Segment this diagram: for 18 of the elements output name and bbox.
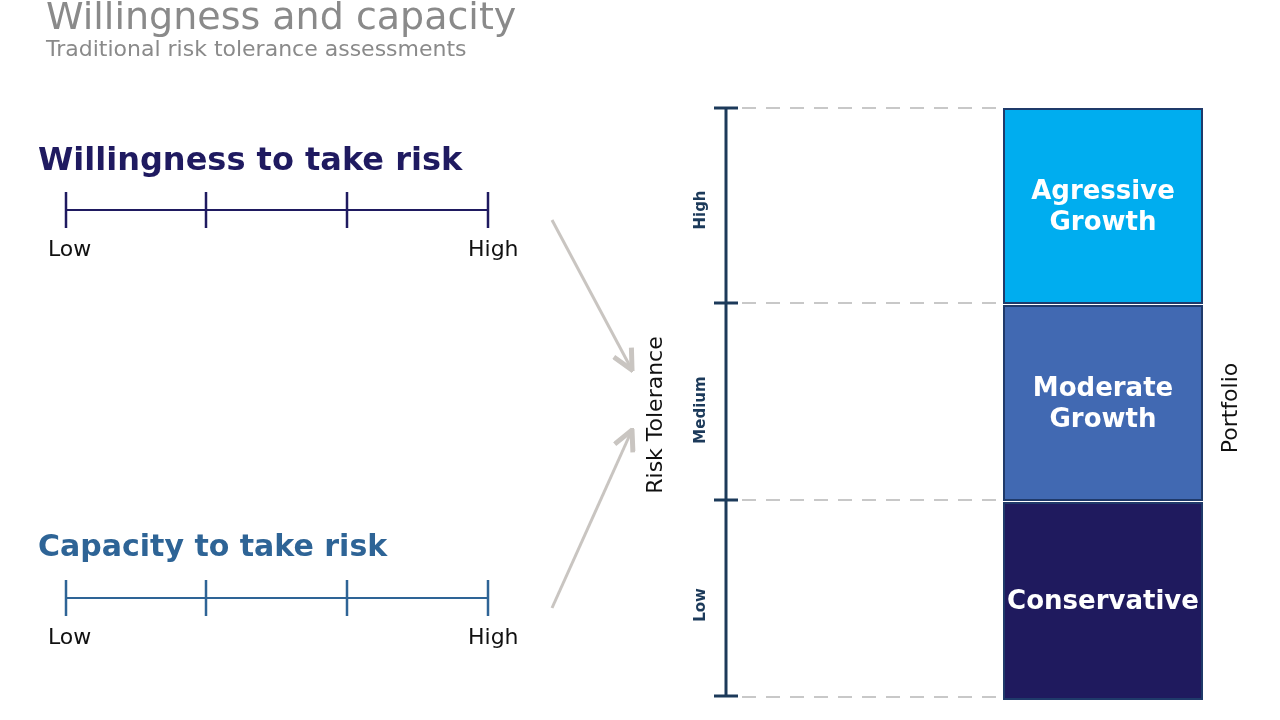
- scale-label: Low: [48, 236, 92, 261]
- scale-label: High: [468, 624, 519, 649]
- portfolio-box: Agressive Growth: [1003, 108, 1203, 304]
- axis-title: Risk Tolerance: [641, 336, 667, 494]
- scale-heading: Capacity to take risk: [38, 528, 388, 563]
- axis-label: Medium: [691, 376, 709, 444]
- portfolio-box: Conservative: [1003, 502, 1203, 700]
- arrow: [550, 427, 636, 609]
- scale-heading: Willingness to take risk: [38, 140, 463, 178]
- arrow: [550, 219, 635, 373]
- scale-label: High: [468, 236, 519, 261]
- scale-label: Low: [48, 624, 92, 649]
- subtitle: Traditional risk tolerance assessments: [46, 36, 467, 61]
- axis-label: Low: [691, 588, 709, 622]
- column-title: Portfolio: [1216, 362, 1242, 454]
- title: Willingness and capacity: [46, 0, 517, 38]
- portfolio-box: Moderate Growth: [1003, 305, 1203, 501]
- axis-label: High: [691, 190, 709, 230]
